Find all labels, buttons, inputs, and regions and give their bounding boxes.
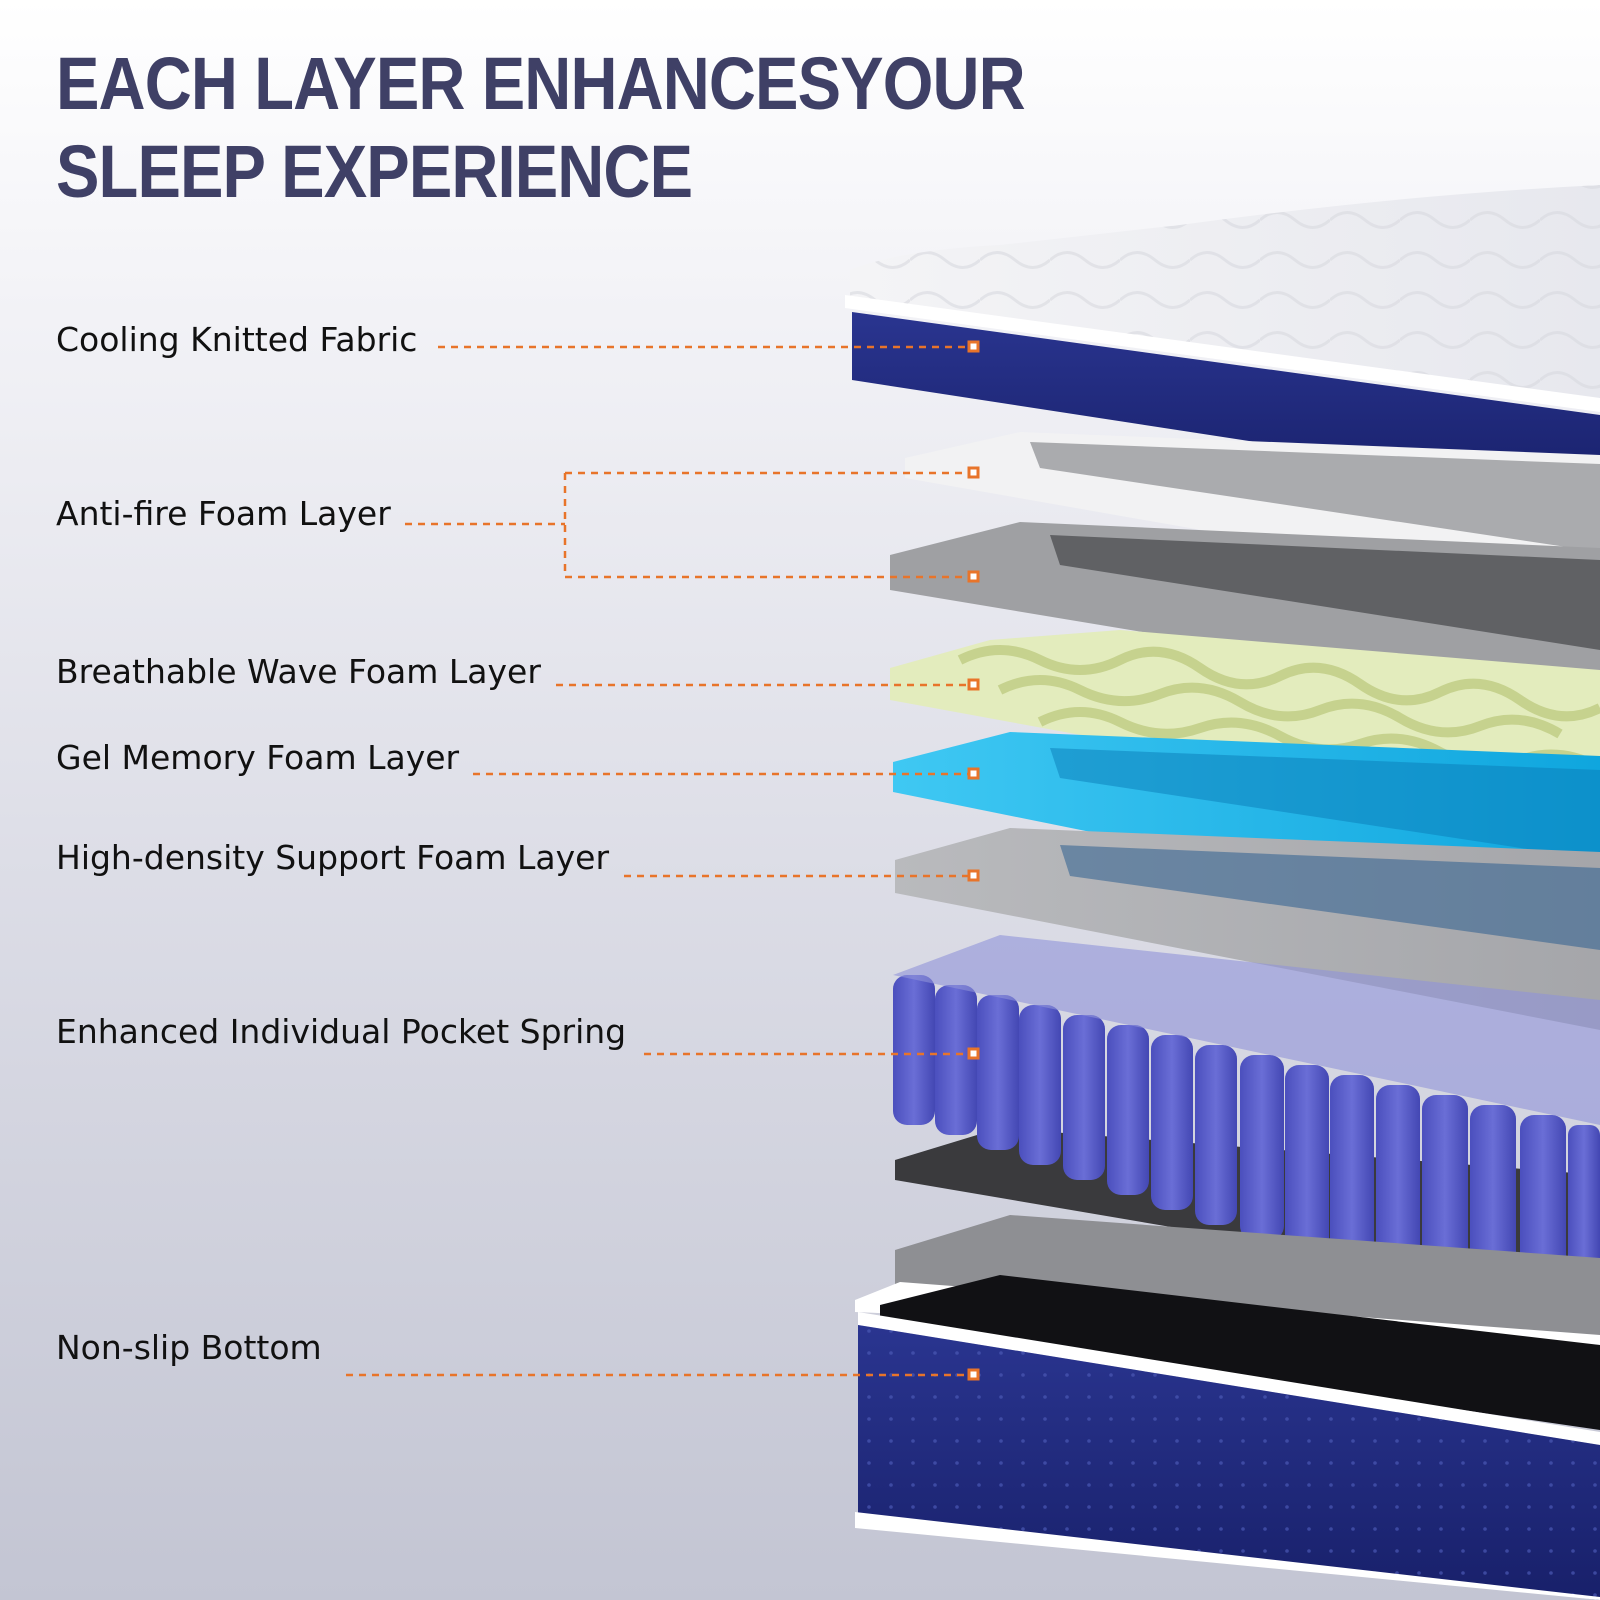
headline-line-1: EACH LAYER ENHANCESYOUR (56, 42, 1026, 125)
callout-lines (346, 345, 968, 1377)
marker-gel-memory-foam (967, 767, 980, 780)
headline-line-2: SLEEP EXPERIENCE (56, 130, 693, 213)
marker-anti-fire-upper (967, 466, 980, 479)
support-foam-layer (895, 828, 1600, 1030)
label-cooling-knitted-fabric: Cooling Knitted Fabric (56, 320, 418, 359)
label-anti-fire-foam-layer: Anti-fire Foam Layer (56, 494, 391, 533)
bottom-base-layer (855, 1215, 1600, 1600)
marker-support-foam (967, 869, 980, 882)
label-breathable-wave-foam-layer: Breathable Wave Foam Layer (56, 652, 541, 691)
label-enhanced-individual-pocket-spring: Enhanced Individual Pocket Spring (56, 1012, 627, 1051)
label-gel-memory-foam-layer: Gel Memory Foam Layer (56, 738, 460, 777)
marker-anti-fire-lower (967, 570, 980, 583)
marker-breathable-wave-foam (967, 678, 980, 691)
page-headline: EACH LAYER ENHANCESYOUR SLEEP EXPERIENCE (56, 40, 1026, 216)
marker-non-slip-bottom (967, 1368, 980, 1381)
callout-markers (967, 340, 980, 1381)
label-non-slip-bottom: Non-slip Bottom (56, 1328, 322, 1367)
marker-pocket-spring (967, 1047, 980, 1060)
label-high-density-support-foam-layer: High-density Support Foam Layer (56, 838, 610, 877)
marker-cooling-knitted-fabric (967, 340, 980, 353)
